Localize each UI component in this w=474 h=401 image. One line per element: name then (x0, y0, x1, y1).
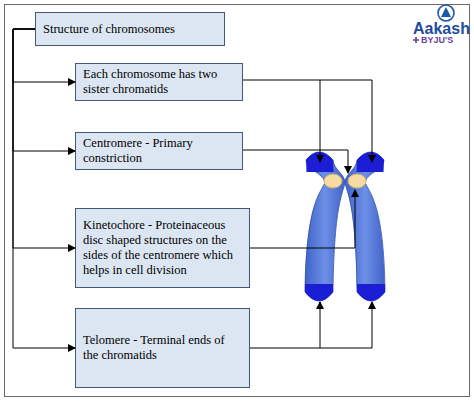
connector-arrow (13, 29, 75, 348)
info-box: Centromere - Primary constriction (75, 132, 243, 170)
box-text: Each chromosome has two sister chromatid… (83, 67, 235, 97)
info-box: Telomere - Terminal ends of the chromati… (75, 308, 250, 388)
text-holder: Kinetochore - Proteinaceous disc shaped … (83, 218, 242, 278)
heading-box: Structure of chromosomes (35, 12, 225, 46)
box-text: Telomere - Terminal ends of the chromati… (83, 333, 242, 363)
box-text: Structure of chromosomes (43, 22, 175, 37)
box-text: Kinetochore - Proteinaceous disc shaped … (83, 218, 242, 278)
text-holder: Each chromosome has two sister chromatid… (83, 67, 235, 97)
info-box: Kinetochore - Proteinaceous disc shaped … (75, 208, 250, 288)
connector-arrow (13, 29, 75, 248)
text-holder: Structure of chromosomes (43, 22, 175, 37)
outer-frame (5, 5, 470, 397)
right-chromatid (345, 152, 385, 301)
text-holder: Telomere - Terminal ends of the chromati… (83, 333, 242, 363)
leader-lines (243, 80, 372, 348)
left-chromatid (305, 152, 345, 301)
centromere-oval (324, 174, 342, 188)
logo-subword: BYJU'S (421, 35, 453, 45)
connector-arrow (13, 29, 75, 82)
centromere-oval (348, 174, 366, 188)
connector-arrow (13, 29, 75, 151)
info-box: Each chromosome has two sister chromatid… (75, 63, 243, 101)
box-text: Centromere - Primary constriction (83, 136, 235, 166)
chromosome (305, 152, 385, 301)
text-holder: Centromere - Primary constriction (83, 136, 235, 166)
